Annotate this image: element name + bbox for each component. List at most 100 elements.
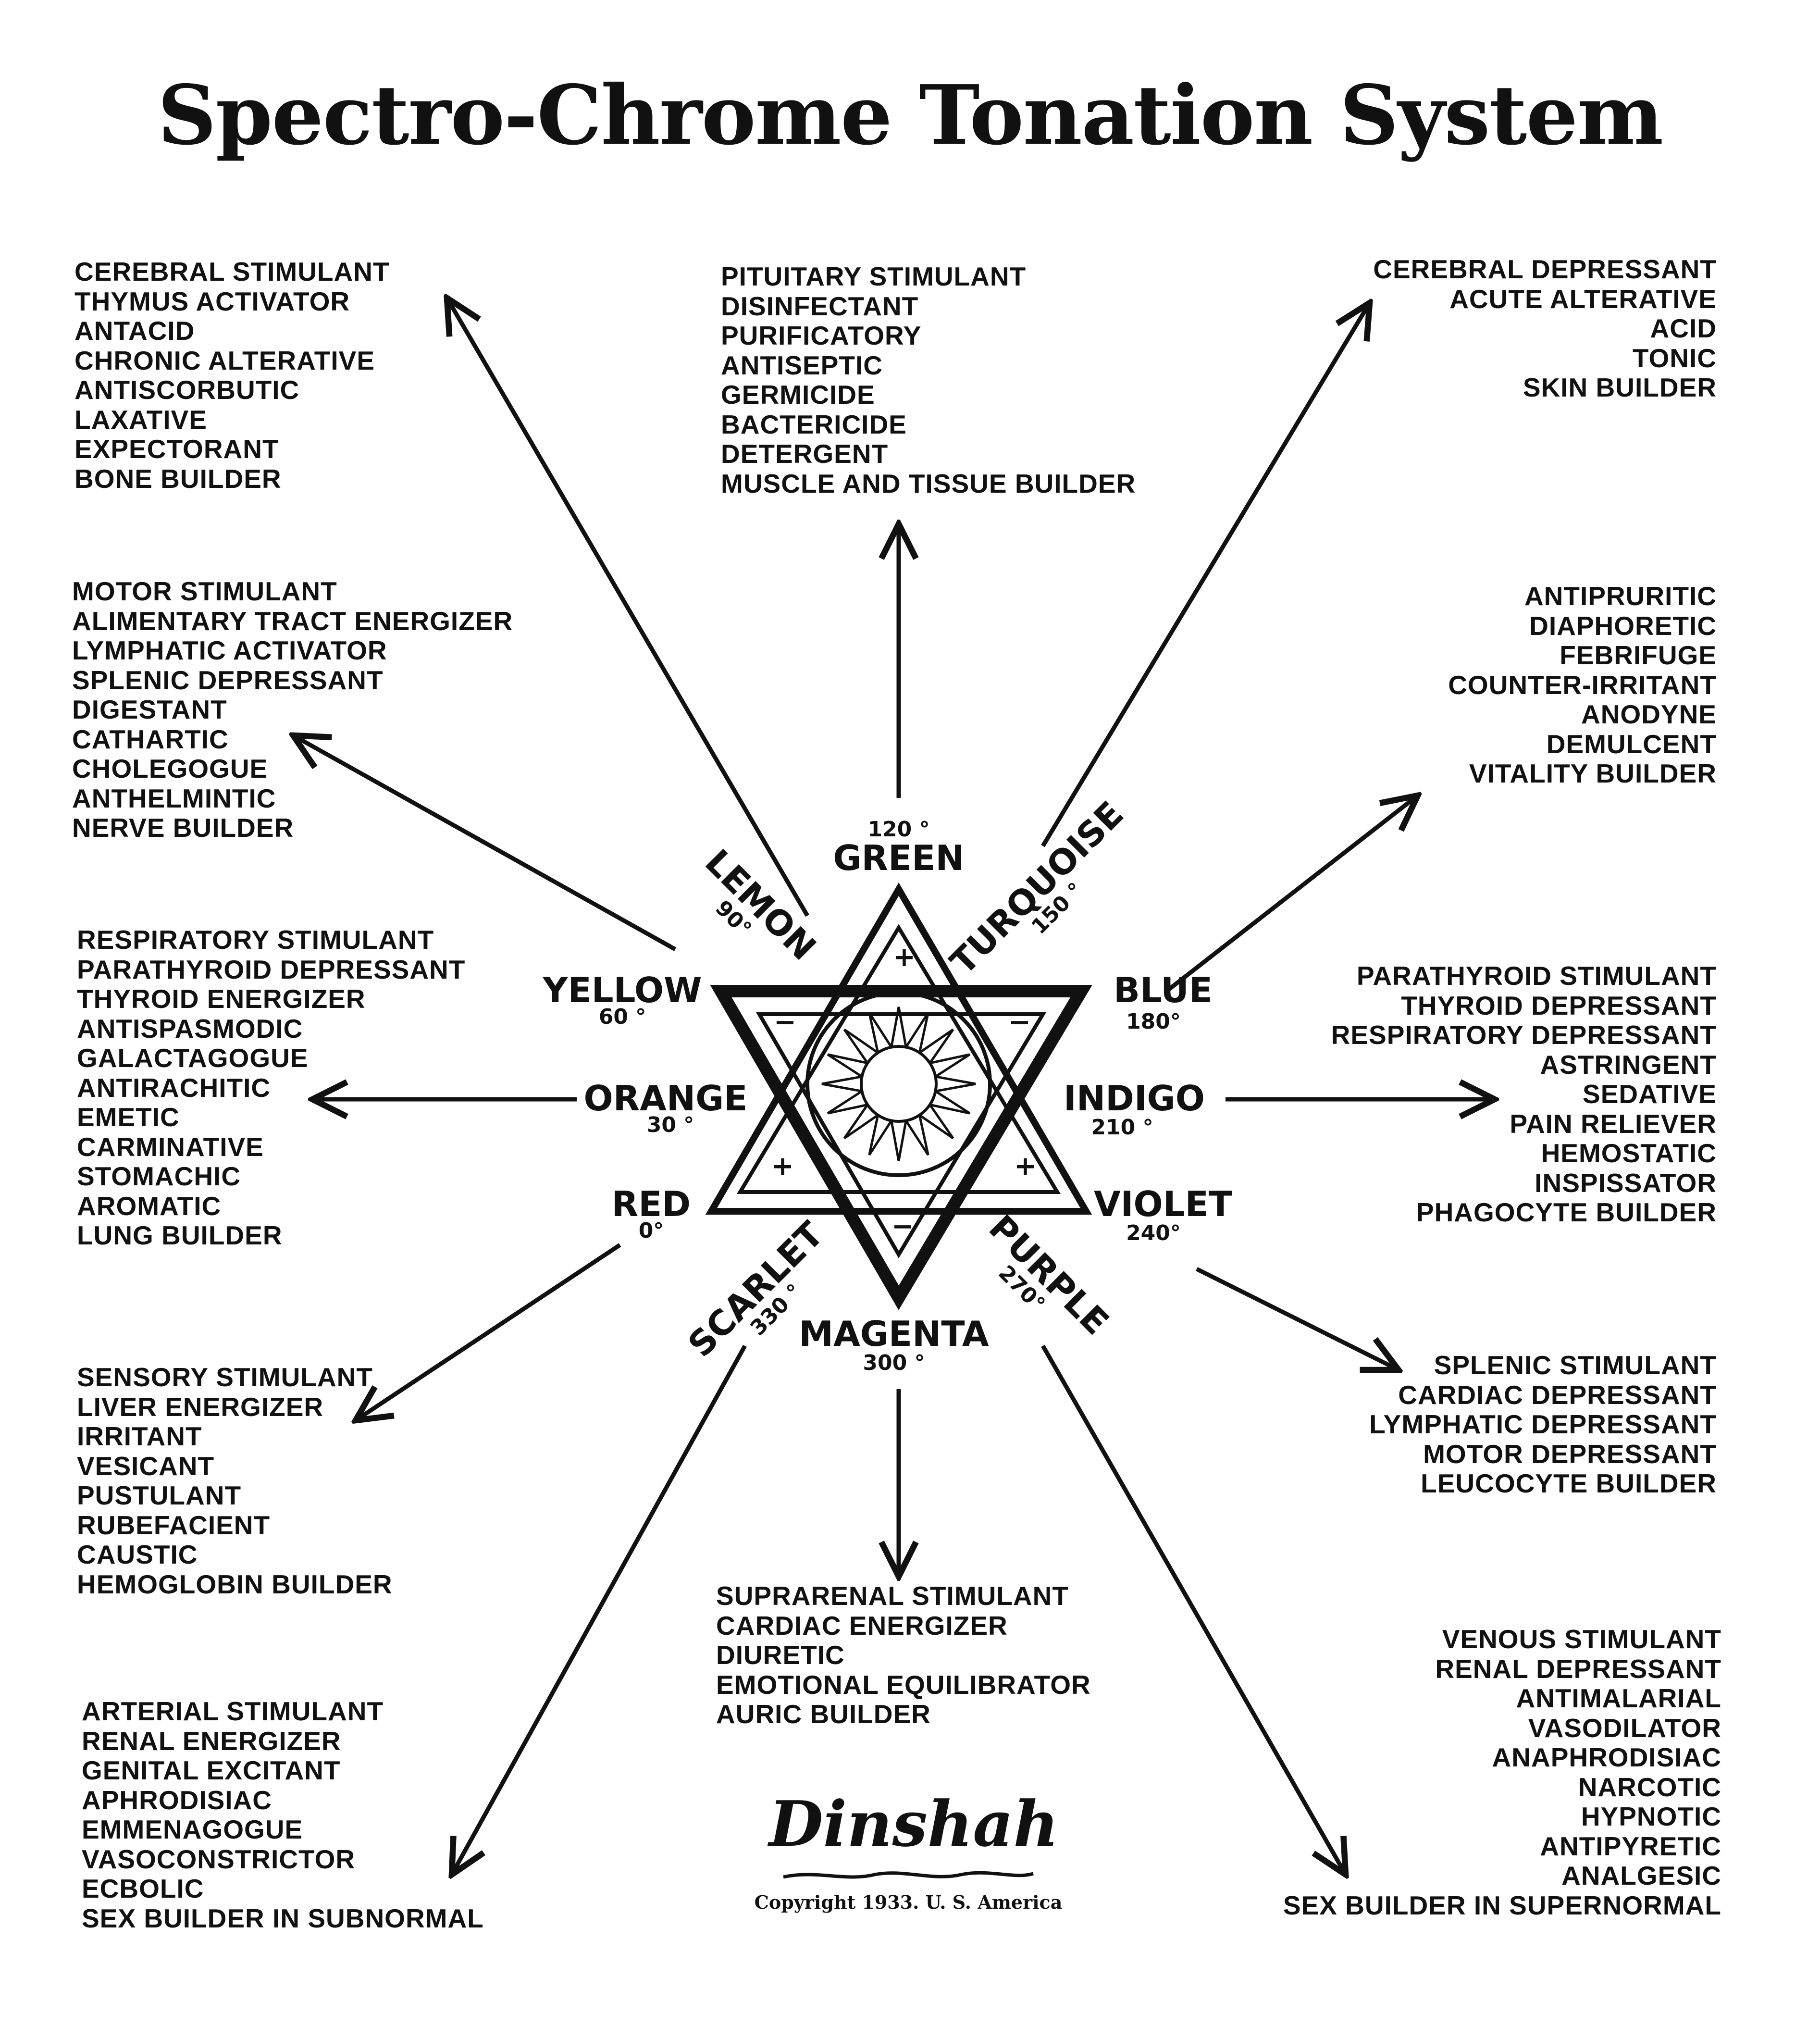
- property-item: VITALITY BUILDER: [1469, 758, 1717, 788]
- property-item: PUSTULANT: [77, 1480, 242, 1510]
- plus-sign-left: +: [771, 1151, 794, 1182]
- property-item: SEX BUILDER IN SUPERNORMAL: [1283, 1890, 1721, 1920]
- property-item: HEMOGLOBIN BUILDER: [77, 1569, 393, 1599]
- property-item: HYPNOTIC: [1581, 1802, 1721, 1831]
- property-item: EMETIC: [77, 1102, 180, 1132]
- property-item: DIGESTANT: [72, 695, 227, 724]
- property-item: AURIC BUILDER: [716, 1699, 931, 1729]
- property-item: CEREBRAL STIMULANT: [74, 257, 390, 286]
- property-item: GERMICIDE: [721, 380, 875, 410]
- property-item: VASOCONSTRICTOR: [82, 1844, 356, 1874]
- property-item: LEUCOCYTE BUILDER: [1421, 1468, 1717, 1498]
- property-item: ASTRINGENT: [1540, 1049, 1717, 1080]
- property-item: PITUITARY STIMULANT: [721, 261, 1027, 291]
- yellow-label: YELLOW: [542, 970, 702, 1010]
- property-item: ANTIPRURITIC: [1524, 581, 1717, 611]
- property-item: BONE BUILDER: [74, 463, 282, 494]
- sun-disc: [860, 1045, 938, 1123]
- property-item: RENAL ENERGIZER: [82, 1726, 341, 1756]
- blue-degree: 180°: [1126, 1009, 1181, 1034]
- property-item: LUNG BUILDER: [77, 1220, 283, 1250]
- minus-sign-left: −: [774, 1007, 796, 1038]
- property-item: ANTIRACHITIC: [77, 1072, 271, 1103]
- sun-rays: [821, 1007, 976, 1161]
- property-item: VESICANT: [77, 1451, 215, 1481]
- turquoise-label: TURQUOISE: [942, 794, 1131, 982]
- property-item: THYROID ENERGIZER: [77, 984, 366, 1014]
- arrow-purple: [1041, 1344, 1346, 1875]
- property-item: THYROID DEPRESSANT: [1401, 990, 1717, 1020]
- property-item: APHRODISIAC: [82, 1785, 272, 1815]
- property-item: IRRITANT: [77, 1421, 202, 1451]
- property-item: MUSCLE AND TISSUE BUILDER: [721, 468, 1136, 498]
- property-item: MOTOR DEPRESSANT: [1423, 1439, 1717, 1469]
- property-item: ANTIMALARIAL: [1516, 1683, 1721, 1713]
- property-item: SUPRARENAL STIMULANT: [716, 1581, 1069, 1611]
- property-item: PHAGOCYTE BUILDER: [1416, 1197, 1717, 1227]
- property-item: GALACTAGOGUE: [77, 1043, 309, 1073]
- property-item: CHRONIC ALTERATIVE: [74, 345, 375, 375]
- arrow-turquoise: [1041, 303, 1370, 847]
- property-item: ACID: [1650, 313, 1717, 343]
- upward-triangle-outer: [705, 882, 1092, 1215]
- property-item: NERVE BUILDER: [72, 813, 294, 843]
- property-item: NARCOTIC: [1578, 1772, 1721, 1802]
- violet-label: VIOLET: [1094, 1184, 1232, 1224]
- property-item: SPLENIC DEPRESSANT: [72, 665, 384, 695]
- property-item: DETERGENT: [721, 439, 889, 469]
- orange-degree: 30 °: [647, 1113, 694, 1137]
- arrow-blue: [1166, 795, 1418, 992]
- property-item: EMMENAGOGUE: [82, 1815, 303, 1844]
- plus-sign-top: +: [893, 942, 916, 973]
- signature-flourish: [783, 1871, 1034, 1879]
- magenta-label: MAGENTA: [799, 1314, 989, 1354]
- property-item: PAIN RELIEVER: [1510, 1108, 1717, 1139]
- property-item: PARATHYROID DEPRESSANT: [77, 954, 466, 984]
- property-item: FEBRIFUGE: [1560, 640, 1717, 670]
- property-item: ANTISPASMODIC: [77, 1013, 303, 1044]
- green-label: GREEN: [833, 838, 964, 878]
- indigo-label: INDIGO: [1064, 1078, 1205, 1119]
- property-item: ANTISCORBUTIC: [74, 375, 300, 405]
- property-item: VENOUS STIMULANT: [1442, 1624, 1721, 1654]
- property-item: LIVER ENERGIZER: [77, 1392, 324, 1422]
- property-item: EMOTIONAL EQUILIBRATOR: [716, 1669, 1091, 1700]
- property-item: CARDIAC ENERGIZER: [716, 1610, 1008, 1641]
- property-item: AROMATIC: [77, 1191, 222, 1221]
- property-item: LYMPHATIC ACTIVATOR: [72, 635, 387, 665]
- red-label: RED: [612, 1184, 691, 1224]
- property-item: RESPIRATORY STIMULANT: [77, 925, 434, 955]
- property-item: CEREBRAL DEPRESSANT: [1373, 254, 1717, 284]
- yellow-degree: 60 °: [599, 1005, 646, 1029]
- property-item: CARMINATIVE: [77, 1131, 264, 1162]
- arrow-lemon: [447, 298, 809, 917]
- property-item: CAUSTIC: [77, 1540, 198, 1569]
- property-item: ANTACID: [74, 316, 195, 346]
- property-item: ANODYNE: [1581, 699, 1717, 729]
- property-item: STOMACHIC: [77, 1161, 241, 1191]
- property-item: SENSORY STIMULANT: [77, 1362, 373, 1392]
- property-item: DIURETIC: [716, 1640, 845, 1670]
- property-item: ARTERIAL STIMULANT: [82, 1696, 384, 1726]
- green-degree: 120 °: [867, 817, 929, 842]
- lemon-label: LEMON: [697, 842, 824, 968]
- property-item: ANTHELMINTIC: [72, 783, 276, 813]
- orange-label: ORANGE: [584, 1078, 748, 1119]
- property-item: SEDATIVE: [1583, 1079, 1717, 1109]
- property-item: DEMULCENT: [1546, 729, 1717, 759]
- property-item: COUNTER-IRRITANT: [1448, 670, 1717, 700]
- upward-triangle-inner: [736, 924, 1061, 1194]
- page-title: Spectro-Chrome Tonation System: [157, 67, 1664, 163]
- property-item: GENITAL EXCITANT: [82, 1755, 341, 1785]
